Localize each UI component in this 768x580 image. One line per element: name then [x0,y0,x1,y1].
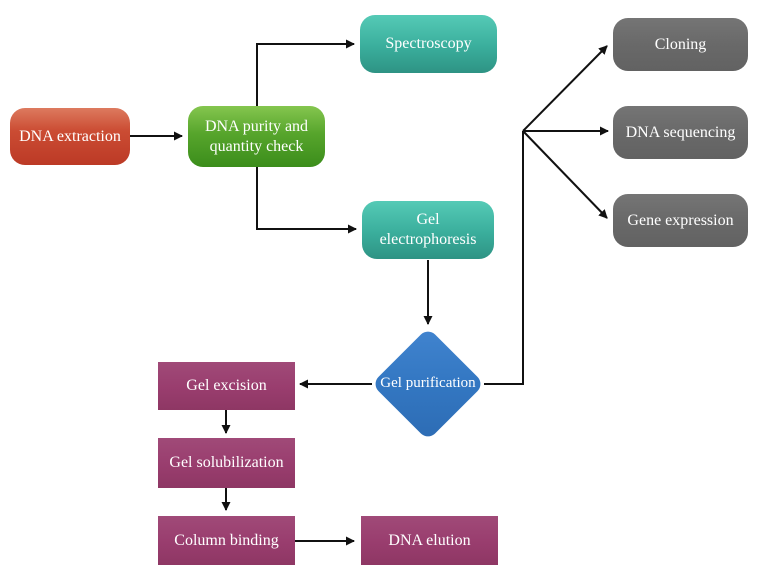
node-gel-purification-label: Gel purification [380,375,476,392]
node-gel-electrophoresis-label: Gel electrophoresis [379,211,477,248]
edge-purification-riser [484,131,524,385]
node-gel-excision: Gel excision [158,362,295,410]
edge-purity-to-spectroscopy [256,39,355,107]
node-cloning-label: Cloning [654,35,707,53]
node-dna-elution-label: DNA elution [388,531,471,549]
edge-purification-to-cloning [522,45,608,132]
node-dna-sequencing: DNA sequencing [613,106,748,159]
node-spectroscopy-label: Spectroscopy [385,35,472,52]
node-dna-extraction-label: DNA extraction [19,127,121,145]
node-dna-elution: DNA elution [361,516,498,565]
node-dna-purity-quantity-check: DNA purity and quantity check [188,106,325,167]
node-gel-solubilization: Gel solubilization [158,438,295,488]
node-gene-expression: Gene expression [613,194,748,247]
node-cloning: Cloning [613,18,748,71]
node-dna-purity-quantity-check-label: DNA purity and quantity check [204,117,309,155]
node-gel-electrophoresis: Gel electrophoresis [362,201,494,259]
node-gel-purification: Gel purification [368,352,488,416]
node-dna-sequencing-label: DNA sequencing [625,123,736,141]
edge-purity-to-electrophoresis [256,167,357,234]
node-spectroscopy: Spectroscopy [360,15,497,73]
node-gel-solubilization-label: Gel solubilization [169,454,284,471]
node-gene-expression-label: Gene expression [627,211,734,229]
edge-purification-to-expression [522,130,608,219]
node-column-binding-label: Column binding [174,531,279,549]
node-dna-extraction: DNA extraction [10,108,130,165]
node-gel-excision-label: Gel excision [186,377,267,394]
node-column-binding: Column binding [158,516,295,565]
